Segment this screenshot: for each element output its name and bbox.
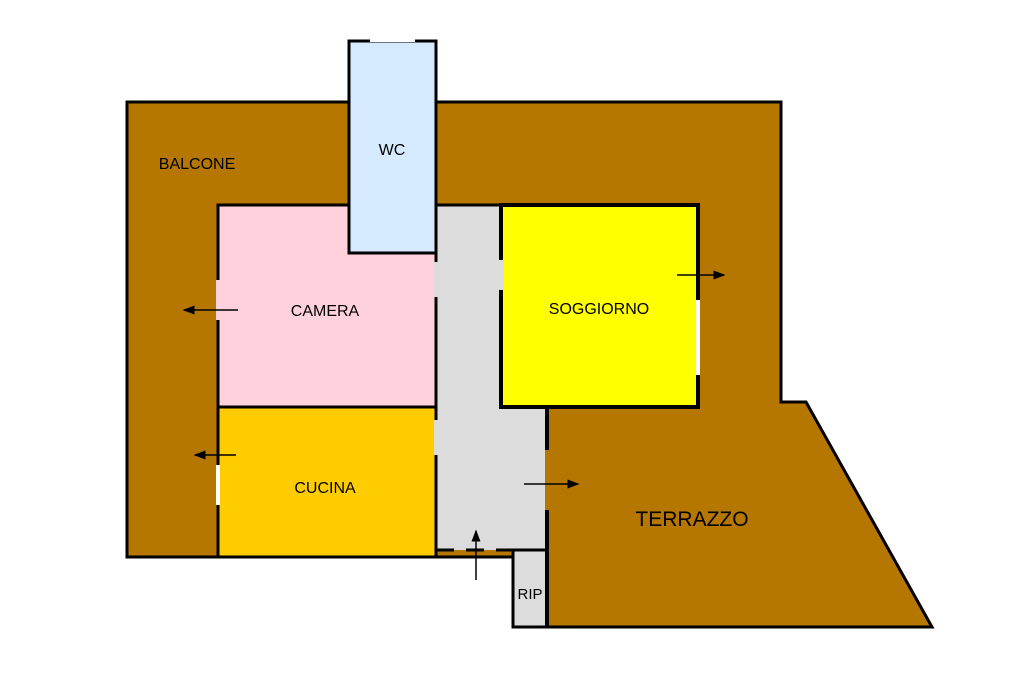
door xyxy=(434,420,439,455)
label-camera: CAMERA xyxy=(291,303,360,320)
label-soggiorno: SOGGIORNO xyxy=(549,301,649,318)
door xyxy=(498,260,504,290)
window xyxy=(370,39,415,42)
label-terrazzo: TERRAZZO xyxy=(635,508,748,531)
rip-room xyxy=(511,548,549,629)
window xyxy=(216,280,221,320)
window xyxy=(216,465,220,505)
label-rip: RIP xyxy=(517,586,542,603)
label-cucina: CUCINA xyxy=(294,480,356,497)
label-wc: WC xyxy=(379,142,406,159)
label-balcone: BALCONE xyxy=(159,156,235,173)
door xyxy=(545,450,550,510)
window xyxy=(696,300,700,375)
wc-room xyxy=(347,39,438,255)
soggiorno-room xyxy=(499,203,700,409)
door xyxy=(434,262,439,297)
